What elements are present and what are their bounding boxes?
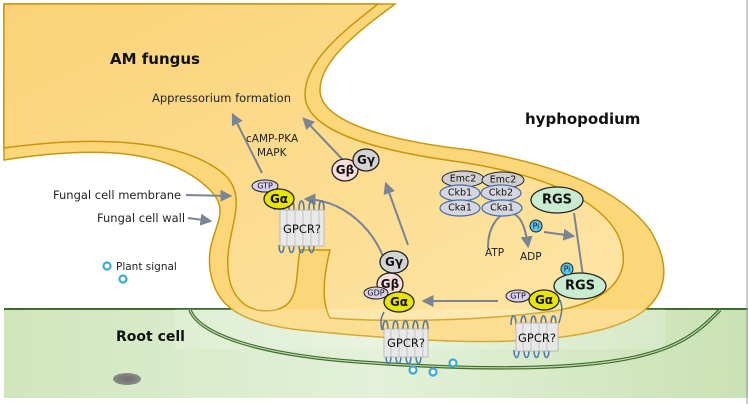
svg-text:Emc2: Emc2 <box>450 174 477 185</box>
g-alpha <box>383 291 415 313</box>
gpcr-label: GPCR? <box>283 222 321 236</box>
gpcr-label: GPCR? <box>518 331 556 345</box>
arrow-galpha-to-appressorium <box>231 112 263 174</box>
arrow-to-gbg <box>383 181 409 246</box>
arrow-gbg-to-appressorium <box>302 117 345 162</box>
svg-text:Gα: Gα <box>535 293 553 307</box>
pi-badge <box>560 262 574 276</box>
g-protein-heterotrimer: Gγ Gβ GDP Gα <box>363 250 415 313</box>
svg-text:Cka1: Cka1 <box>448 203 472 214</box>
plant-signal-dot <box>448 358 458 368</box>
gpcr-middle: GPCR? <box>380 311 429 365</box>
plant-signal-dot <box>408 365 418 375</box>
gpcr-right: GPCR? <box>510 299 563 359</box>
svg-text:GTP: GTP <box>510 292 526 301</box>
svg-text:RGS: RGS <box>542 193 572 208</box>
cka1-1 <box>439 199 481 217</box>
svg-text:Gβ: Gβ <box>381 277 400 291</box>
label-adp: ADP <box>520 251 542 263</box>
arrow-pi-transfer <box>543 228 576 241</box>
label-mapk: MAPK <box>257 147 288 159</box>
svg-text:Gγ: Gγ <box>385 255 403 269</box>
label-root-cell: Root cell <box>116 329 185 345</box>
svg-text:Ckb1: Ckb1 <box>448 188 472 199</box>
svg-text:Gγ: Gγ <box>357 153 375 167</box>
label-appressorium-formation: Appressorium formation <box>152 91 291 105</box>
label-camp-pka: cAMP-PKA <box>246 133 299 145</box>
svg-text:RGS: RGS <box>565 279 595 294</box>
svg-text:Pi: Pi <box>533 222 539 231</box>
gdp-badge <box>363 286 389 300</box>
label-fungal-cell-wall: Fungal cell wall <box>97 211 185 225</box>
plant-signals <box>102 261 458 377</box>
svg-text:Gα: Gα <box>390 295 408 309</box>
svg-text:Emc2: Emc2 <box>490 175 517 186</box>
fungal-cell-membrane <box>3 3 624 322</box>
g-alpha <box>263 188 295 210</box>
arrow-wall-pointer <box>187 213 213 226</box>
cka1-2 <box>481 199 523 217</box>
label-plant-signal: Plant signal <box>116 261 177 273</box>
svg-text:Cka1: Cka1 <box>490 203 514 214</box>
g-alpha <box>528 289 560 311</box>
svg-text:Gβ: Gβ <box>336 163 355 177</box>
g-alpha-gtp-active: GTP Gα <box>251 179 295 210</box>
g-gamma <box>352 148 380 172</box>
g-beta-gamma-free: Gβ Gγ <box>331 148 380 182</box>
svg-text:GTP: GTP <box>257 182 273 191</box>
svg-text:GDP: GDP <box>367 289 384 298</box>
svg-text:Ckb2: Ckb2 <box>489 188 513 199</box>
gtp-badge <box>251 179 279 193</box>
g-alpha-gtp-rgs: GTP Gα RGS Pi <box>505 262 607 311</box>
svg-text:Pi: Pi <box>564 265 570 274</box>
plant-signal-icon <box>102 261 112 271</box>
label-atp: ATP <box>485 247 504 259</box>
plant-signal-dot <box>428 367 438 377</box>
plant-signal-dot <box>118 274 128 284</box>
label-am-fungus: AM fungus <box>110 50 200 68</box>
svg-text:Gα: Gα <box>270 192 288 206</box>
arrow-membrane-pointer <box>185 189 233 202</box>
gpcr-label: GPCR? <box>387 336 425 350</box>
pi-badge <box>529 219 543 233</box>
label-fungal-cell-membrane: Fungal cell membrane <box>53 188 181 202</box>
rgs <box>530 186 584 214</box>
casein-kinase-complex: Emc2 Emc2 Ckb1 Ckb2 Cka1 Cka1 RGS Pi <box>439 170 584 233</box>
rgs-phosphorylated <box>553 272 607 300</box>
root-nucleus <box>113 373 141 385</box>
label-hyphopodium: hyphopodium <box>525 110 640 128</box>
g-beta <box>331 158 359 182</box>
